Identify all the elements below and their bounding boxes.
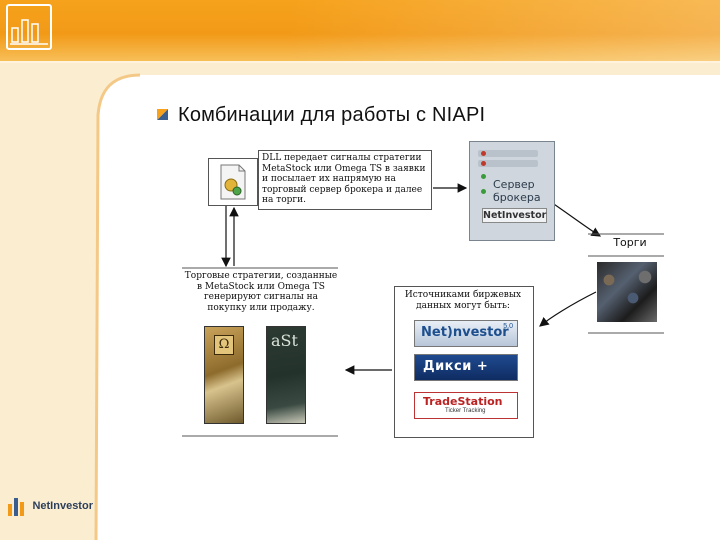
trading-label: Торги <box>613 236 647 249</box>
server-led-icon <box>481 151 486 156</box>
trading-floor-image <box>597 262 657 322</box>
server-led-icon <box>481 161 486 166</box>
omega-logo-text: Ω <box>214 335 234 355</box>
provider-ticker: TradeStation Ticker Tracking <box>414 392 518 419</box>
slide-title: Комбинации для работы с NIAPI <box>178 104 486 126</box>
metastock-book-text: aSt <box>271 331 298 350</box>
strategies-description: Торговые стратегии, созданные в MetaStoc… <box>184 271 338 313</box>
server-led-icon <box>481 174 486 179</box>
server-led-icon <box>481 189 486 194</box>
provider-netinvestor: Net)nvestor 5.0 <box>414 320 518 347</box>
netinvestor-logo-icon <box>8 498 24 516</box>
server-brand: NetInvestor <box>482 208 547 223</box>
provider-dixi-label: Дикси + <box>423 359 489 374</box>
provider-netinvestor-version: 5.0 <box>503 323 513 330</box>
chart-logo-icon <box>6 4 52 50</box>
data-sources-description: Источниками биржевых данных могут быть: <box>404 290 522 311</box>
provider-netinvestor-label: Net)nvestor <box>421 325 509 340</box>
server-label-2: брокера <box>493 191 541 204</box>
server-label-1: Сервер <box>493 178 535 191</box>
dll-file-icon <box>220 164 246 200</box>
server-slot <box>478 160 538 167</box>
dll-description: DLL передает сигналы стратегии MetaStock… <box>258 150 432 210</box>
server-slot <box>478 150 538 157</box>
title-bullet-icon <box>157 109 168 120</box>
footer-logo: NetInvestor <box>6 494 93 518</box>
provider-dixi: Дикси + <box>414 354 518 381</box>
footer-logo-text: NetInvestor <box>32 500 93 512</box>
omega-book-image: Ω <box>204 326 244 424</box>
provider-ticker-sub: Ticker Tracking <box>445 408 486 414</box>
dll-file-box <box>208 158 258 206</box>
provider-ticker-label: TradeStation <box>423 395 503 408</box>
metastock-book-image: aSt <box>266 326 306 424</box>
header-band <box>0 0 720 62</box>
